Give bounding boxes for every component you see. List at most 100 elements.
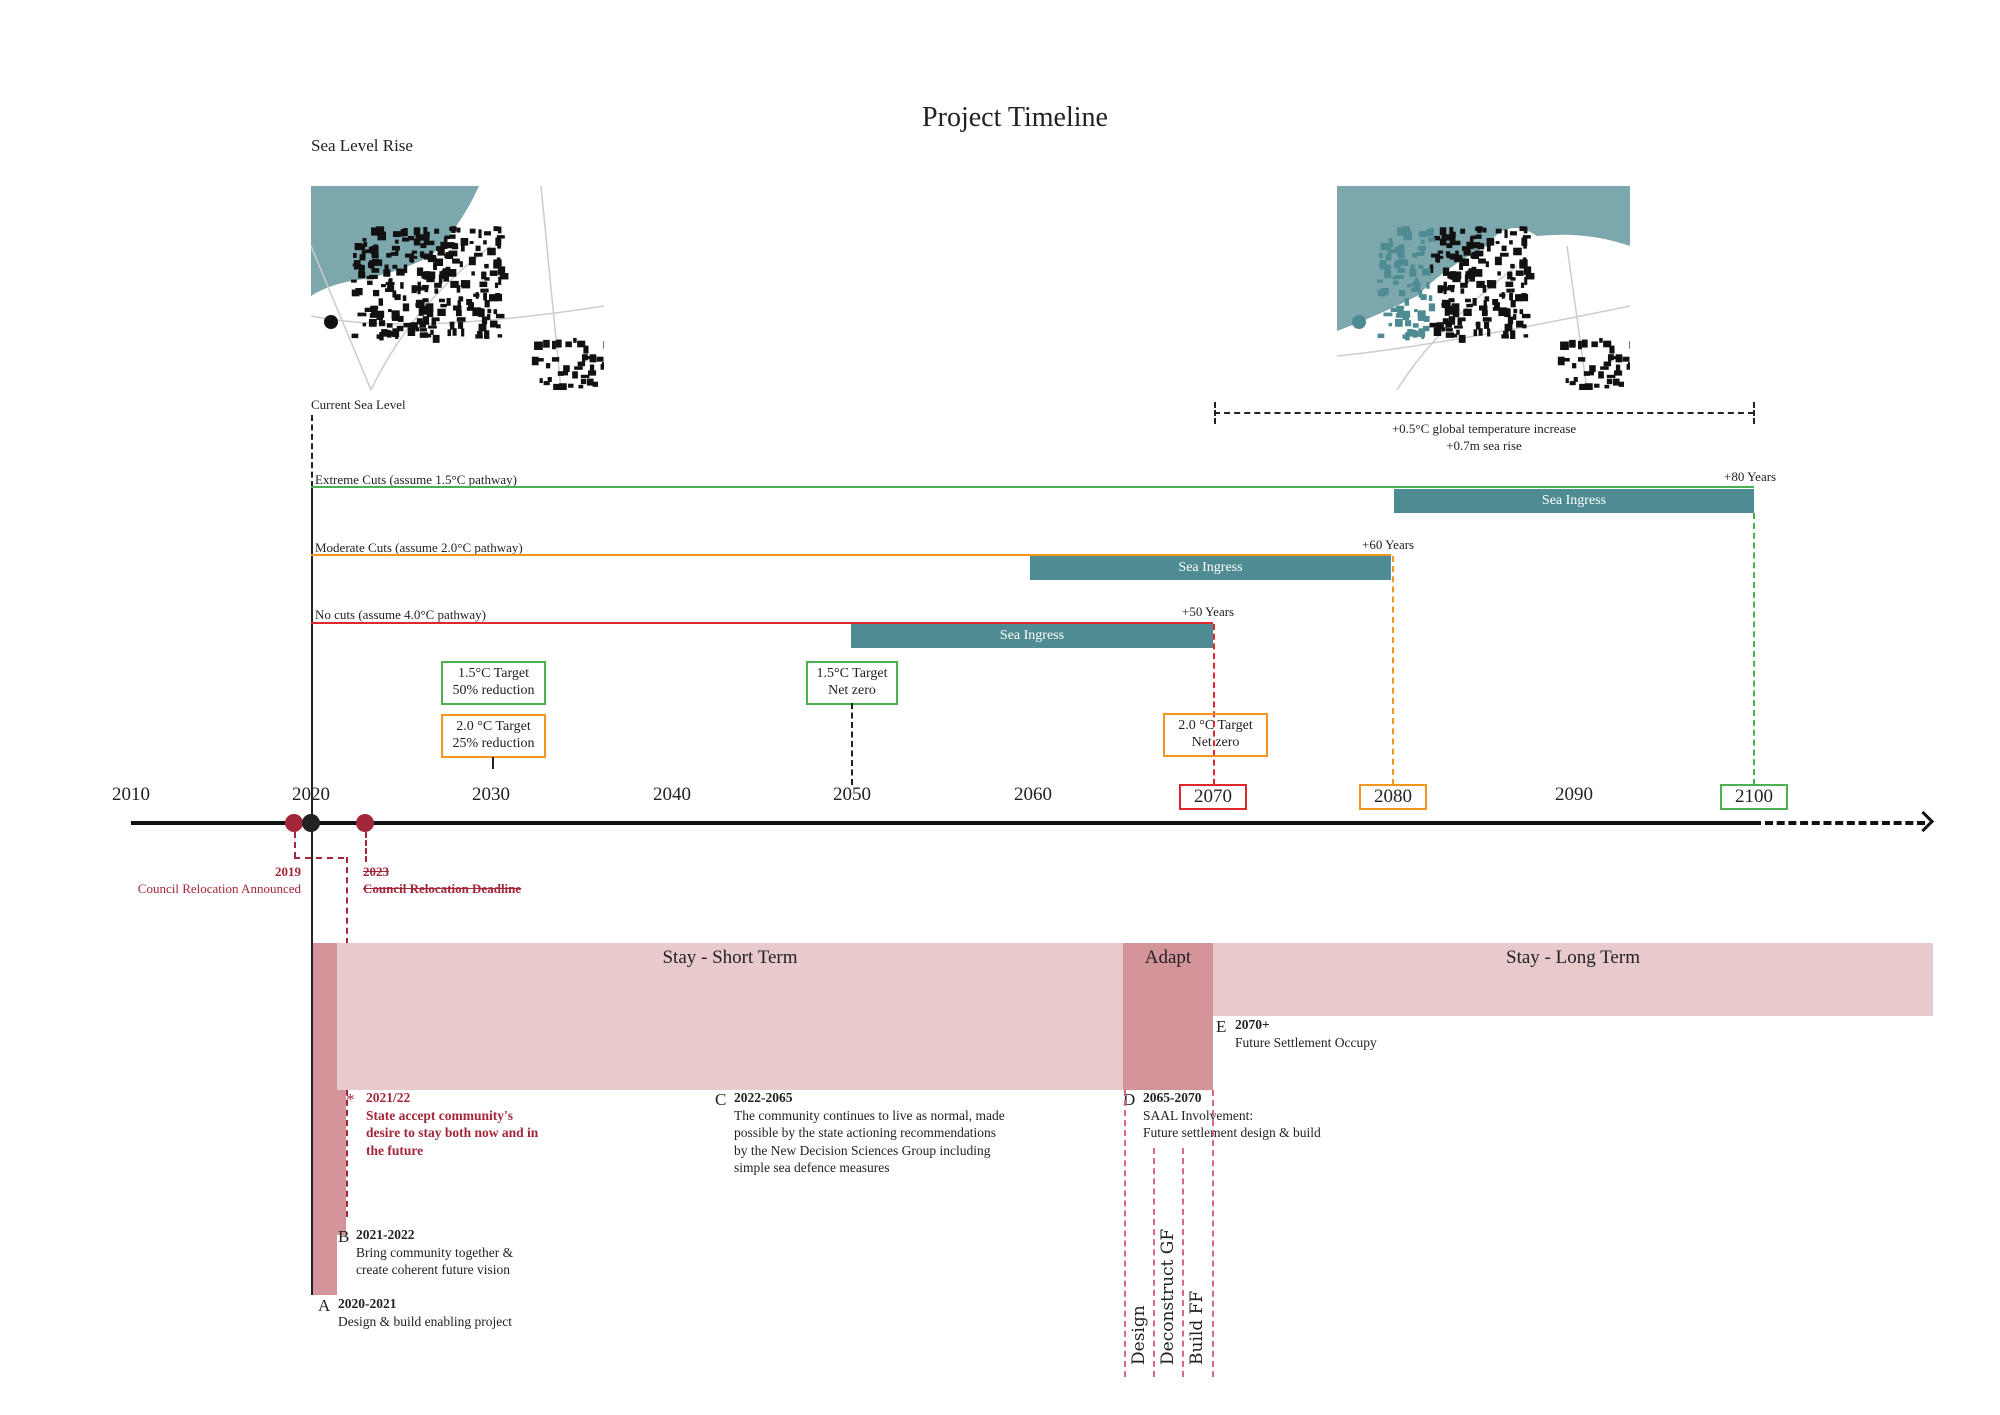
building-mark bbox=[1569, 339, 1576, 348]
building-mark bbox=[1442, 267, 1450, 276]
building-mark bbox=[475, 292, 479, 299]
building-mark bbox=[534, 341, 543, 350]
projection-line-1: +0.5°C global temperature increase bbox=[1391, 421, 1577, 436]
building-mark bbox=[1390, 307, 1399, 313]
building-mark bbox=[351, 289, 360, 297]
building-mark bbox=[1519, 262, 1527, 269]
building-mark bbox=[457, 300, 461, 309]
timeline-axis-continuation bbox=[1765, 821, 1925, 825]
building-mark bbox=[496, 235, 505, 239]
year-label: 2010 bbox=[112, 784, 150, 805]
building-mark bbox=[367, 280, 373, 285]
building-mark bbox=[483, 231, 491, 236]
building-mark bbox=[1460, 282, 1468, 288]
building-mark bbox=[1444, 307, 1450, 316]
stage-divider bbox=[1182, 1148, 1184, 1377]
building-mark bbox=[413, 227, 421, 236]
building-mark bbox=[353, 260, 361, 264]
building-mark bbox=[1609, 354, 1614, 361]
building-mark bbox=[461, 280, 471, 289]
building-mark bbox=[478, 323, 487, 332]
building-mark bbox=[383, 269, 391, 277]
building-mark bbox=[392, 264, 398, 269]
building-mark bbox=[427, 271, 436, 280]
building-mark bbox=[1523, 266, 1532, 275]
building-mark bbox=[489, 294, 497, 302]
current-sea-level-label: Current Sea Level bbox=[311, 397, 406, 412]
building-mark bbox=[1436, 322, 1444, 330]
building-mark bbox=[1584, 383, 1593, 390]
building-mark bbox=[1600, 366, 1609, 370]
building-mark bbox=[438, 298, 445, 303]
building-mark bbox=[1445, 286, 1454, 291]
building-mark bbox=[1478, 305, 1488, 311]
building-mark bbox=[1380, 242, 1388, 251]
building-mark bbox=[1560, 341, 1569, 350]
note-text: simple sea defence measures bbox=[734, 1160, 890, 1175]
building-mark bbox=[1618, 381, 1625, 387]
building-mark bbox=[469, 228, 476, 234]
building-mark bbox=[496, 324, 501, 329]
building-mark bbox=[1607, 354, 1612, 362]
building-mark bbox=[1385, 254, 1392, 261]
building-mark bbox=[1468, 268, 1473, 273]
building-mark bbox=[1410, 264, 1415, 270]
building-mark bbox=[1392, 275, 1401, 280]
building-mark bbox=[422, 305, 427, 315]
sea-ingress-bar-moderate: Sea Ingress bbox=[1030, 556, 1391, 580]
building-mark bbox=[1446, 243, 1453, 249]
target-line: 50% reduction bbox=[452, 683, 535, 698]
scenario-extreme-line bbox=[311, 486, 1754, 488]
note-text: Future Settlement Occupy bbox=[1235, 1034, 1377, 1050]
building-mark bbox=[1629, 341, 1630, 349]
building-mark bbox=[447, 329, 452, 337]
building-mark bbox=[1478, 328, 1483, 336]
event-2023-connector bbox=[365, 832, 367, 862]
building-mark bbox=[1422, 268, 1431, 276]
bracket-tick-right bbox=[1753, 402, 1755, 424]
building-mark bbox=[1503, 330, 1509, 337]
building-mark bbox=[371, 305, 378, 315]
building-mark bbox=[1389, 241, 1394, 247]
building-mark bbox=[478, 229, 482, 239]
building-mark bbox=[442, 268, 447, 273]
note-letter: E bbox=[1216, 1017, 1227, 1036]
building-mark bbox=[1495, 241, 1500, 245]
building-mark bbox=[1473, 329, 1478, 337]
building-mark bbox=[1453, 254, 1463, 263]
building-mark bbox=[416, 267, 424, 276]
building-mark bbox=[1522, 324, 1527, 329]
building-mark bbox=[1448, 305, 1453, 315]
building-mark bbox=[452, 305, 462, 311]
sea-ingress-bar-nocuts: Sea Ingress bbox=[851, 624, 1213, 648]
building-mark bbox=[497, 266, 506, 275]
building-mark bbox=[365, 249, 374, 254]
building-mark bbox=[1445, 328, 1453, 332]
building-mark bbox=[1484, 296, 1490, 302]
building-mark bbox=[421, 284, 429, 289]
building-mark bbox=[490, 320, 498, 328]
building-mark bbox=[483, 240, 487, 245]
building-mark bbox=[381, 329, 388, 337]
building-mark bbox=[1436, 255, 1444, 259]
building-mark bbox=[1452, 309, 1460, 318]
building-mark bbox=[1407, 284, 1412, 288]
building-mark bbox=[1615, 354, 1623, 363]
building-mark bbox=[351, 333, 359, 339]
building-mark bbox=[461, 328, 465, 337]
building-mark bbox=[364, 307, 373, 313]
building-mark bbox=[401, 237, 410, 242]
building-mark bbox=[452, 328, 457, 336]
building-mark bbox=[1417, 245, 1426, 251]
scenario-extreme-label: Extreme Cuts (assume 1.5°C pathway) bbox=[315, 472, 517, 487]
building-mark bbox=[1445, 251, 1451, 257]
building-mark bbox=[1403, 231, 1413, 241]
building-mark bbox=[366, 275, 375, 280]
current-sea-level-map bbox=[311, 186, 604, 390]
building-mark bbox=[471, 271, 475, 276]
building-mark bbox=[426, 240, 435, 246]
building-mark bbox=[391, 245, 400, 251]
building-mark bbox=[422, 316, 430, 325]
building-mark bbox=[1523, 334, 1529, 338]
building-mark bbox=[376, 226, 385, 236]
